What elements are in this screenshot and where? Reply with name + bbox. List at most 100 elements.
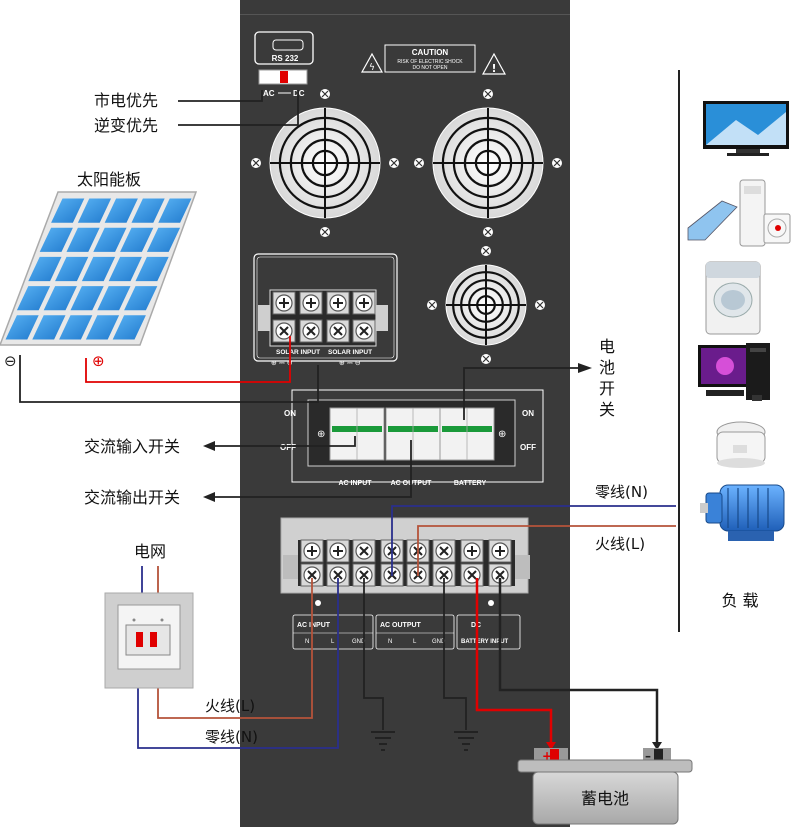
solar-cell — [5, 315, 39, 340]
svg-text:池: 池 — [599, 358, 615, 377]
svg-text:OFF: OFF — [280, 443, 296, 452]
solar-terminal-screw — [272, 319, 296, 343]
ac-output-switch-label: 交流输出开关 — [84, 488, 180, 507]
solar-cell — [70, 286, 104, 311]
solar-cell — [112, 315, 146, 340]
solar-cell — [39, 227, 73, 252]
solar-cell — [146, 227, 181, 252]
fan-screw-icon — [427, 300, 437, 310]
svg-text:ON: ON — [284, 409, 296, 418]
solar-cell — [158, 198, 192, 223]
ac-label: AC — [263, 89, 275, 98]
svg-text:DO NOT OPEN: DO NOT OPEN — [413, 65, 448, 71]
inverter-priority-label: 逆变优先 — [94, 116, 158, 135]
load-label: 负 载 — [721, 591, 758, 610]
battery-switch-label: 电 池 开 关 — [599, 337, 615, 419]
fan-screw-icon — [251, 158, 261, 168]
motor-icon — [700, 484, 785, 541]
live-bottom-label: 火线(L) — [205, 697, 255, 715]
solar-cell — [97, 286, 131, 311]
svg-text:L: L — [331, 639, 335, 645]
svg-text:N: N — [305, 639, 309, 645]
svg-text:ON: ON — [522, 409, 534, 418]
computer-icon — [698, 343, 770, 401]
svg-text:+: + — [542, 749, 552, 763]
svg-text:⊕ ⎓ ⊖: ⊕ ⎓ ⊖ — [271, 359, 293, 367]
fan-screw-icon — [481, 246, 491, 256]
solar-terminal-screw — [352, 319, 376, 343]
cooling-fan-right — [414, 89, 562, 237]
solar-cell — [55, 256, 89, 282]
fan-screw-icon — [483, 89, 493, 99]
svg-text:N: N — [388, 639, 392, 645]
solar-cell — [81, 256, 116, 282]
ac-terminal-screw — [326, 539, 350, 563]
svg-text:电: 电 — [599, 337, 615, 356]
solar-panel-label: 太阳能板 — [77, 170, 141, 189]
grid-label: 电网 — [134, 542, 166, 561]
fan-screw-icon — [481, 354, 491, 364]
neutral-bottom-label: 零线(N) — [205, 728, 258, 746]
svg-text:AC INPUT: AC INPUT — [338, 480, 372, 487]
ac-terminal-screw — [300, 539, 324, 563]
ac-terminal-screw — [432, 539, 456, 563]
fan-screw-icon — [389, 158, 399, 168]
cooling-fan-left — [251, 89, 399, 237]
warning-exclamation-icon — [481, 52, 507, 75]
ground-symbol-1 — [371, 731, 395, 751]
fan-screw-icon — [552, 158, 562, 168]
air-conditioner-and-water-heater-icon — [687, 179, 791, 247]
ac-output-breaker[interactable] — [385, 407, 441, 461]
solar-terminal-screw — [299, 319, 323, 343]
rs232-label: RS 232 — [272, 54, 299, 63]
ac-terminal-screw — [460, 563, 484, 587]
solar-cell — [28, 256, 62, 282]
solar-cell — [32, 315, 66, 340]
svg-text:AC OUTPUT: AC OUTPUT — [380, 622, 422, 629]
cooling-fan-small — [427, 246, 545, 364]
svg-text:BATTERY INPUT: BATTERY INPUT — [461, 639, 509, 645]
svg-text:!: ! — [491, 62, 496, 75]
ac-terminal-screw — [488, 539, 512, 563]
ac-terminal-screw — [460, 539, 484, 563]
fan-screw-icon — [414, 158, 424, 168]
mains-priority-label: 市电优先 — [94, 91, 158, 110]
solar-cell — [77, 198, 112, 223]
solar-terminal-screw — [326, 291, 350, 315]
svg-text:GND: GND — [432, 639, 446, 645]
svg-text:⊖: ⊖ — [4, 352, 17, 370]
svg-text:GND: GND — [352, 639, 366, 645]
ac-input-switch-label: 交流输入开关 — [84, 437, 180, 456]
battery-label: 蓄电池 — [581, 789, 629, 808]
svg-text:SOLAR INPUT: SOLAR INPUT — [276, 349, 320, 356]
svg-text:⊕: ⊕ — [317, 429, 325, 440]
live-right-label: 火线(L) — [595, 535, 645, 553]
storage-battery: + – 蓄电池 — [517, 748, 693, 825]
solar-cell — [66, 227, 100, 252]
ac-terminal-screw — [352, 539, 376, 563]
solar-cell — [43, 286, 77, 311]
ground-symbol-2 — [454, 731, 478, 751]
svg-text:⊕: ⊕ — [92, 352, 105, 370]
fan-screw-icon — [483, 227, 493, 237]
ac-terminal-screw — [432, 563, 456, 587]
svg-text:开: 开 — [599, 379, 615, 398]
svg-text:L: L — [413, 639, 417, 645]
solar-cell — [135, 256, 169, 282]
solar-terminal-screw — [299, 291, 323, 315]
svg-text:BATTERY: BATTERY — [454, 480, 487, 487]
solar-cell — [59, 315, 93, 340]
solar-cell — [51, 198, 85, 223]
fan-screw-icon — [535, 300, 545, 310]
solar-cell — [131, 198, 165, 223]
battery-breaker[interactable] — [439, 407, 495, 461]
svg-text:⊕ ⎓ ⊖: ⊕ ⎓ ⊖ — [339, 359, 361, 367]
grid-distribution-box — [104, 592, 194, 689]
solar-cell — [85, 315, 120, 340]
ac-terminal-screw — [300, 563, 324, 587]
rs232-port[interactable]: RS 232 — [254, 31, 314, 65]
svg-text:–: – — [645, 749, 651, 763]
solar-cell — [104, 198, 138, 223]
ac-input-breaker[interactable] — [329, 407, 385, 461]
